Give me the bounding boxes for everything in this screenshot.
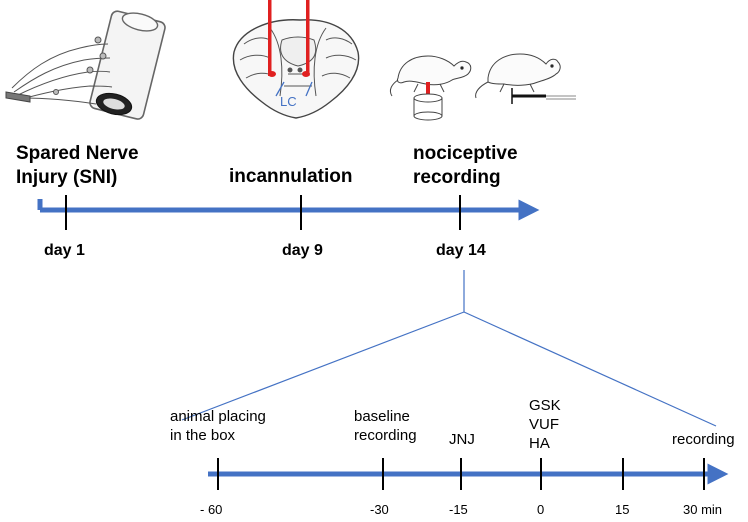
detail-timeline <box>208 458 729 490</box>
day-label-1: day 1 <box>44 242 85 259</box>
event-label-drugs: GSK VUF HA <box>529 397 561 452</box>
event-label-baseline-recording: baseline recording <box>354 408 417 444</box>
tick-label: -30 <box>370 502 389 517</box>
tick-label: 15 <box>615 502 630 517</box>
event-label-jnj: JNJ <box>449 431 475 448</box>
stage-label-nociceptive-recording: nociceptive recording <box>413 143 518 188</box>
event-label-recording: recording <box>672 431 735 448</box>
main-timeline <box>37 195 540 230</box>
tick-label: 30 min <box>683 502 723 517</box>
brain-section-icon <box>232 0 360 119</box>
stage-label-incannulation: incannulation <box>229 166 353 187</box>
rat-testing-icon <box>389 53 576 121</box>
zoom-connector <box>181 270 717 427</box>
day-label-14: day 14 <box>436 242 486 259</box>
tick-label: 0 <box>537 502 545 517</box>
brain-region-label: LC <box>280 94 297 109</box>
day-label-9: day 9 <box>282 242 323 259</box>
tick-label: - 60 <box>200 502 223 517</box>
sciatic-nerve-icon <box>5 10 166 120</box>
tick-label: -15 <box>449 502 468 517</box>
stage-label-sni: Spared Nerve Injury (SNI) <box>16 143 139 188</box>
event-label-animal-placing: animal placing in the box <box>170 408 266 444</box>
